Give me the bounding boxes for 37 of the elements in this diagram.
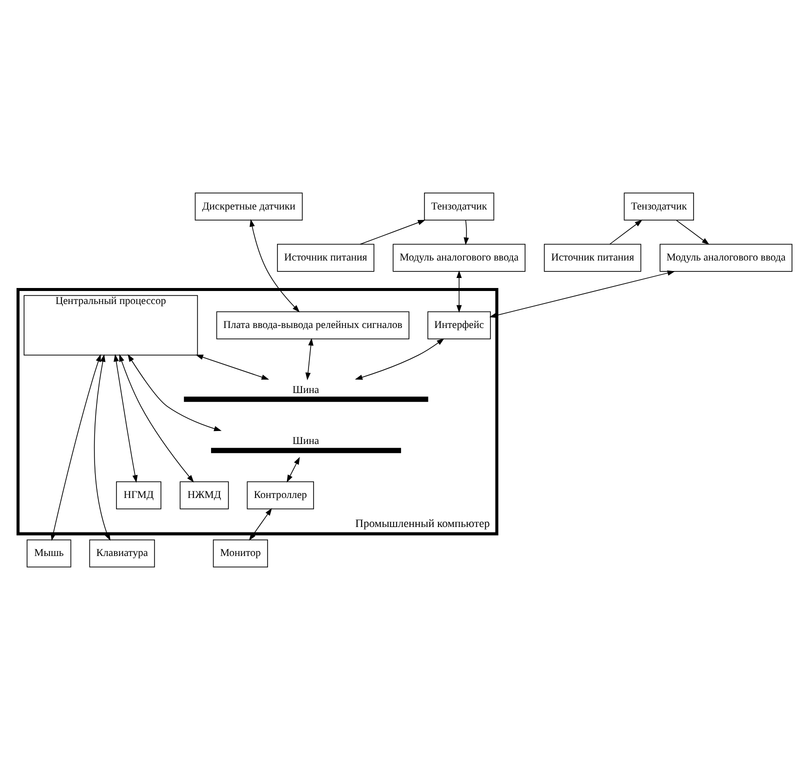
arrow <box>248 508 272 540</box>
arrow <box>456 270 462 312</box>
arrow <box>50 354 101 540</box>
arrow <box>286 456 300 482</box>
node-box: Плата ввода-вывода релейных сигналов <box>216 310 410 339</box>
node-label: Шина <box>292 436 320 447</box>
arrow <box>94 354 111 540</box>
node-box: Монитор <box>212 538 268 567</box>
arrow <box>354 338 444 380</box>
node-box <box>184 396 428 402</box>
arrow <box>119 354 194 482</box>
arrow <box>489 270 676 318</box>
node-box: Тензодатчик <box>424 192 494 220</box>
node-box: Интерфейс <box>427 310 491 339</box>
node-box: Источник питания <box>277 243 374 272</box>
node-box: Тензодатчик <box>624 192 694 220</box>
node-box: НЖМД <box>180 480 229 509</box>
arrow <box>128 354 222 431</box>
arrow <box>250 218 300 312</box>
arrow <box>610 219 642 244</box>
arrow <box>464 220 469 245</box>
node-box: Модуль аналогового ввода <box>660 243 792 272</box>
arrow <box>360 219 426 244</box>
arrow <box>305 337 314 380</box>
arrow <box>114 354 138 482</box>
node-box: Модуль аналогового ввода <box>392 243 526 272</box>
node-box: Источник питания <box>544 243 642 272</box>
node-box: Мышь <box>26 538 72 567</box>
node-label: Шина <box>292 384 320 396</box>
node-box: Клавиатура <box>89 538 155 567</box>
arrow <box>196 354 270 380</box>
node-box: Контроллер <box>246 480 314 509</box>
node-box: Центральный процессор <box>24 294 198 355</box>
node-box <box>211 447 402 453</box>
node-box: НГМД <box>116 480 162 509</box>
node-box: Дискретные датчики <box>194 192 303 220</box>
arrow <box>676 220 710 244</box>
